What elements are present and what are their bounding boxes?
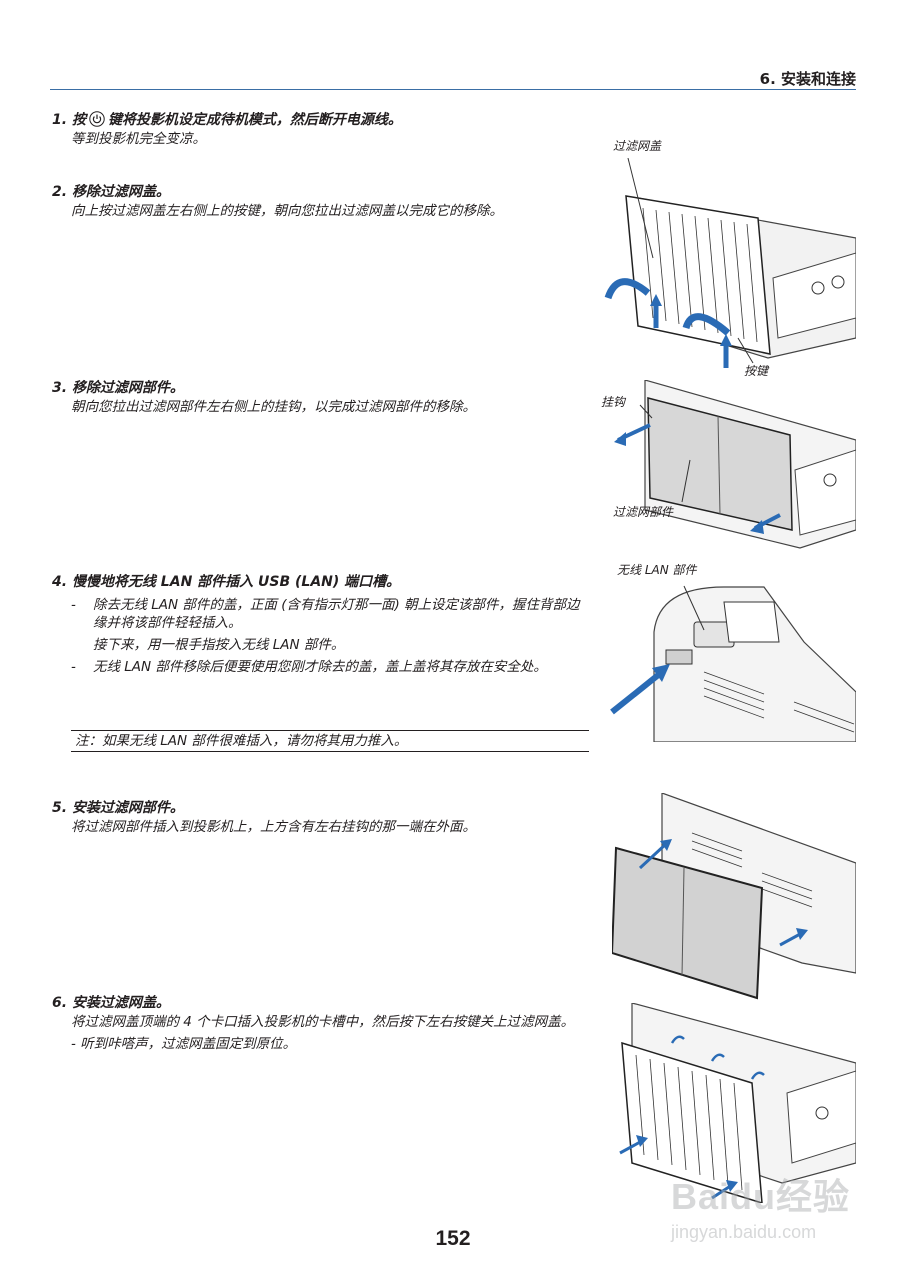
step-title-text: 安装过滤网盖。 — [71, 995, 170, 1011]
figure-remove-filter-cover — [604, 158, 856, 368]
figure-install-filter-unit — [612, 793, 856, 1000]
caption-filter-unit: 过滤网部件 — [613, 505, 674, 519]
step-5-body: 将过滤网部件插入到投影机上，上方含有左右挂钩的那一端在外面。 — [71, 819, 476, 835]
step-number: 6. — [52, 995, 68, 1011]
bullet-text: 除去无线 LAN 部件的盖，正面 (含有指示灯那一面) 朝上设定该部件，握住背部… — [93, 597, 580, 631]
step-4-bullet-2: - 无线 LAN 部件移除后便要使用您刚才除去的盖，盖上盖将其存放在安全处。 — [71, 658, 592, 676]
figure-insert-wlan-unit — [610, 585, 856, 742]
caption-wlan-unit: 无线 LAN 部件 — [617, 563, 697, 577]
step-number: 5. — [52, 800, 68, 816]
bullet-text: 无线 LAN 部件移除后便要使用您刚才除去的盖，盖上盖将其存放在安全处。 — [93, 659, 547, 675]
header-rule — [50, 89, 856, 90]
step-6-body-2: - 听到咔嗒声，过滤网盖固定到原位。 — [71, 1036, 297, 1052]
watermark-url: jingyan.baidu.com — [670, 1222, 817, 1242]
step-1-body: 等到投影机完全变凉。 — [71, 131, 206, 147]
step-title-text: 移除过滤网部件。 — [71, 380, 184, 396]
step-number: 4. — [52, 574, 68, 590]
note-box: 注：如果无线 LAN 部件很难插入，请勿将其用力推入。 — [71, 730, 589, 752]
watermark: Baidu经验 jingyan.baidu.com — [671, 1168, 850, 1243]
step-6: 6. 安装过滤网盖。 将过滤网盖顶端的 4 个卡口插入投影机的卡槽中，然后按下左… — [52, 993, 592, 1053]
caption-filter-cover: 过滤网盖 — [613, 139, 662, 153]
step-2-title: 2. 移除过滤网盖。 — [52, 182, 592, 202]
step-4-title: 4. 慢慢地将无线 LAN 部件插入 USB (LAN) 端口槽。 — [52, 572, 592, 592]
power-icon — [89, 111, 105, 127]
step-number: 1. — [52, 112, 68, 128]
step-title-text: 慢慢地将无线 LAN 部件插入 USB (LAN) 端口槽。 — [71, 574, 401, 590]
watermark-logo: Baidu经验 — [670, 1176, 850, 1217]
step-2: 2. 移除过滤网盖。 向上按过滤网盖左右侧上的按键，朝向您拉出过滤网盖以完成它的… — [52, 182, 592, 220]
step-3-title: 3. 移除过滤网部件。 — [52, 378, 592, 398]
step-number: 3. — [52, 380, 68, 396]
page-number: 152 — [435, 1227, 471, 1250]
step-title-text: 移除过滤网盖。 — [71, 184, 170, 200]
step-5-title: 5. 安装过滤网部件。 — [52, 798, 592, 818]
step-title-text: 安装过滤网部件。 — [71, 800, 184, 816]
step-4: 4. 慢慢地将无线 LAN 部件插入 USB (LAN) 端口槽。 - 除去无线… — [52, 572, 592, 676]
step-title-text: 按 — [71, 112, 86, 128]
step-5: 5. 安装过滤网部件。 将过滤网部件插入到投影机上，上方含有左右挂钩的那一端在外… — [52, 798, 592, 836]
step-1: 1. 按 键将投影机设定成待机模式，然后断开电源线。 等到投影机完全变凉。 — [52, 110, 592, 148]
caption-button: 按键 — [744, 364, 769, 378]
bullet-dash: - — [71, 597, 76, 613]
step-number: 2. — [52, 184, 68, 200]
step-title-text: 键将投影机设定成待机模式，然后断开电源线。 — [107, 112, 402, 128]
step-1-title: 1. 按 键将投影机设定成待机模式，然后断开电源线。 — [52, 110, 592, 130]
figure-install-filter-cover — [619, 1003, 856, 1203]
step-4-bullet-1: - 除去无线 LAN 部件的盖，正面 (含有指示灯那一面) 朝上设定该部件，握住… — [71, 596, 592, 632]
section-title: 6. 安装和连接 — [759, 70, 856, 88]
figure-remove-filter-unit — [614, 380, 856, 549]
bullet-dash: - — [71, 659, 76, 675]
bullet-text: 接下来，用一根手指按入无线 LAN 部件。 — [93, 637, 345, 653]
step-2-body: 向上按过滤网盖左右侧上的按键，朝向您拉出过滤网盖以完成它的移除。 — [71, 203, 503, 219]
step-3-body: 朝向您拉出过滤网部件左右侧上的挂钩，以完成过滤网部件的移除。 — [71, 399, 476, 415]
step-6-title: 6. 安装过滤网盖。 — [52, 993, 592, 1013]
caption-hook: 挂钩 — [601, 395, 626, 409]
step-4-bullet-1-follow: 接下来，用一根手指按入无线 LAN 部件。 — [71, 636, 592, 654]
step-3: 3. 移除过滤网部件。 朝向您拉出过滤网部件左右侧上的挂钩，以完成过滤网部件的移… — [52, 378, 592, 416]
step-6-body: 将过滤网盖顶端的 4 个卡口插入投影机的卡槽中，然后按下左右按键关上过滤网盖。 — [71, 1014, 575, 1030]
